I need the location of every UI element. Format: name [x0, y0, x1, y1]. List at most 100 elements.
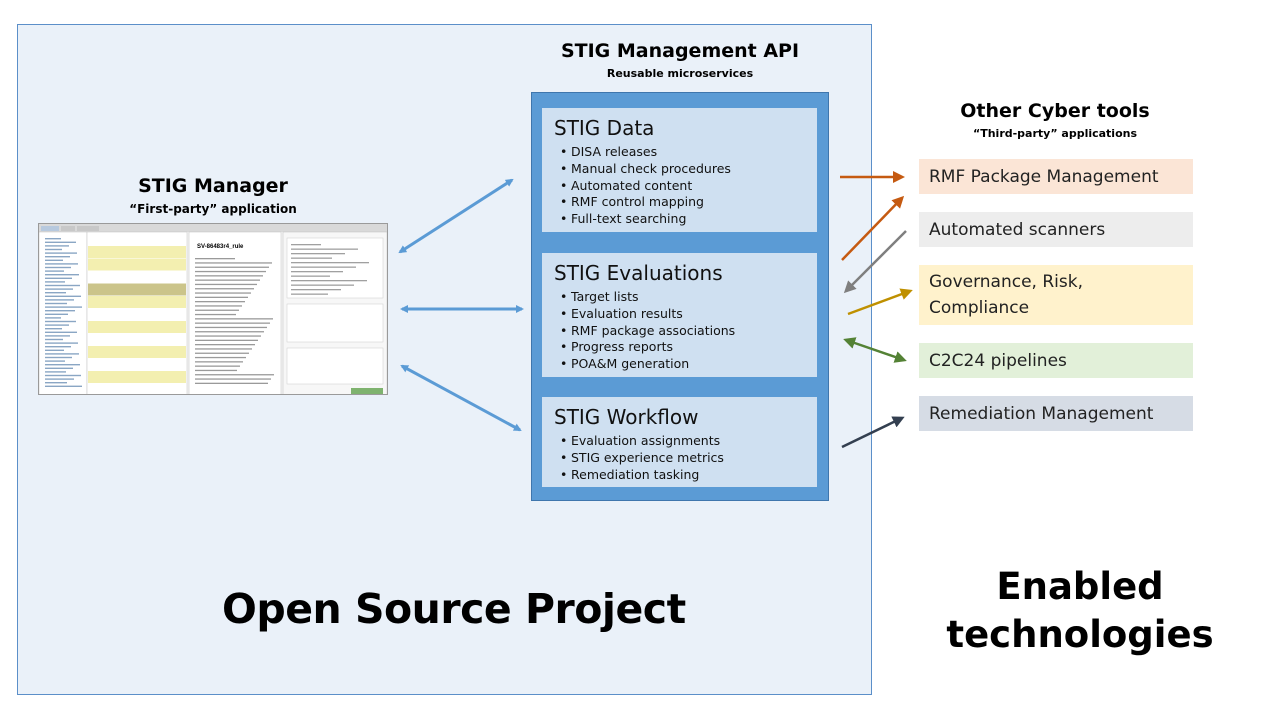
arrow-evaluations-to-rmf — [841, 195, 905, 261]
screenshot-grid-row — [88, 346, 186, 358]
screenshot-filler-line — [195, 262, 272, 264]
screenshot-filler-line — [45, 263, 78, 265]
screenshot-filler-line — [195, 331, 264, 333]
screenshot-filler-line — [45, 277, 72, 279]
screenshot-filler-line — [45, 310, 75, 312]
service-item: Full-text searching — [560, 211, 817, 228]
service-item: Evaluation results — [560, 306, 817, 323]
screenshot-filler-line — [45, 302, 67, 305]
screenshot-grid-row — [88, 283, 186, 296]
arrow-to-remediation-management — [841, 416, 905, 449]
screenshot-filler-line — [45, 338, 63, 341]
screenshot-filler-line — [291, 275, 330, 277]
screenshot-filler-line — [195, 309, 239, 311]
arrow-from-automated-scanners — [843, 230, 907, 294]
screenshot-filler-line — [45, 284, 80, 287]
screenshot-filler-line — [45, 378, 74, 380]
screenshot-filler-line — [45, 292, 66, 294]
stig-manager-title: STIG Manager — [138, 175, 288, 197]
screenshot-filler-line — [45, 374, 81, 377]
screenshot-filler-line — [195, 326, 267, 329]
screenshot-rule-heading: SV-86483r4_rule — [197, 244, 244, 250]
enabled-line-1: Enabled — [996, 565, 1164, 608]
screenshot-filler-line — [45, 364, 80, 366]
screenshot-filler-line — [45, 328, 62, 330]
screenshot-filler-line — [45, 342, 78, 344]
service-item: RMF package associations — [560, 323, 817, 340]
screenshot-filler-line — [195, 382, 268, 384]
arrow-manager-to-data — [398, 178, 514, 254]
screenshot-filler-line — [291, 266, 356, 268]
screenshot-filler-line — [291, 248, 358, 250]
screenshot-grid-row — [88, 371, 186, 383]
screenshot-filler-line — [45, 346, 71, 348]
screenshot-filler-line — [45, 266, 71, 269]
enabled-technologies-label: Enabled technologies — [940, 563, 1220, 659]
tool-automated-scanners: Automated scanners — [919, 212, 1193, 247]
screenshot-filler-line — [45, 331, 77, 333]
tool-governance-risk-compliance: Governance, Risk, Compliance — [919, 265, 1193, 325]
screenshot-filler-line — [195, 279, 260, 281]
screenshot-filler-line — [45, 252, 77, 254]
screenshot-filler-line — [195, 356, 246, 359]
screenshot-filler-line — [45, 299, 74, 301]
other-cyber-tools-subtitle: “Third-party” applications — [972, 127, 1138, 140]
screenshot-filler-line — [291, 244, 321, 246]
tool-label: Governance, Risk, Compliance — [929, 272, 1084, 318]
screenshot-filler-line — [45, 353, 79, 355]
stig-manager-screenshot: SV-86483r4_rule — [38, 223, 388, 395]
tool-label: RMF Package Management — [929, 166, 1159, 187]
service-item: Evaluation assignments — [560, 433, 817, 450]
service-item: DISA releases — [560, 144, 817, 161]
screenshot-filler-line — [45, 335, 70, 337]
screenshot-grid-row — [88, 271, 186, 283]
service-stig-evaluations: STIG Evaluations Target lists Evaluation… — [542, 253, 817, 377]
screenshot-filler-line — [195, 361, 243, 363]
screenshot-grid-row — [88, 321, 186, 333]
screenshot-filler-line — [195, 258, 235, 260]
service-item: POA&M generation — [560, 356, 817, 373]
screenshot-filler-line — [195, 339, 258, 341]
screenshot-filler-line — [195, 296, 248, 298]
api-subtitle: Reusable microservices — [606, 67, 754, 80]
screenshot-filler-line — [45, 367, 73, 369]
screenshot-grid-row — [88, 246, 186, 258]
service-title: STIG Data — [554, 116, 655, 140]
screenshot-filler-line — [291, 257, 332, 259]
screenshot-filler-line — [195, 305, 242, 307]
service-title: STIG Evaluations — [554, 261, 723, 285]
screenshot-filler-line — [195, 318, 273, 320]
api-title: STIG Management API — [560, 40, 800, 62]
screenshot-filler-line — [45, 382, 67, 384]
screenshot-filler-line — [291, 289, 341, 291]
screenshot-filler-line — [45, 256, 70, 258]
service-item: Target lists — [560, 289, 817, 306]
service-item: Automated content — [560, 178, 817, 195]
screenshot-filler-line — [45, 238, 61, 240]
screenshot-filler-line — [195, 266, 269, 268]
screenshot-filler-line — [45, 356, 72, 359]
screenshot-filler-line — [45, 241, 76, 243]
screenshot-filler-line — [291, 271, 343, 273]
service-item: Manual check procedures — [560, 161, 817, 178]
other-cyber-tools-title: Other Cyber tools — [960, 100, 1150, 122]
screenshot-filler-line — [291, 262, 369, 264]
screenshot-thumbnail-graphic: SV-86483r4_rule — [39, 224, 387, 394]
screenshot-filler-line — [195, 283, 257, 286]
screenshot-filler-line — [45, 245, 69, 247]
screenshot-filler-line — [45, 295, 81, 297]
screenshot-filler-line — [195, 270, 266, 273]
tool-c2c24-pipelines: C2C24 pipelines — [919, 343, 1193, 378]
screenshot-filler-line — [195, 275, 263, 277]
tool-label: Automated scanners — [929, 219, 1106, 240]
arrow-to-governance — [847, 288, 913, 316]
screenshot-filler-line — [291, 253, 345, 255]
screenshot-filler-line — [45, 320, 76, 323]
screenshot-grid-row — [88, 258, 186, 271]
screenshot-filler-line — [195, 374, 274, 376]
stig-manager-subtitle: “First-party” application — [129, 202, 297, 216]
service-item: RMF control mapping — [560, 194, 817, 211]
screenshot-filler-line — [195, 378, 271, 380]
screenshot-filler-line — [195, 352, 249, 354]
